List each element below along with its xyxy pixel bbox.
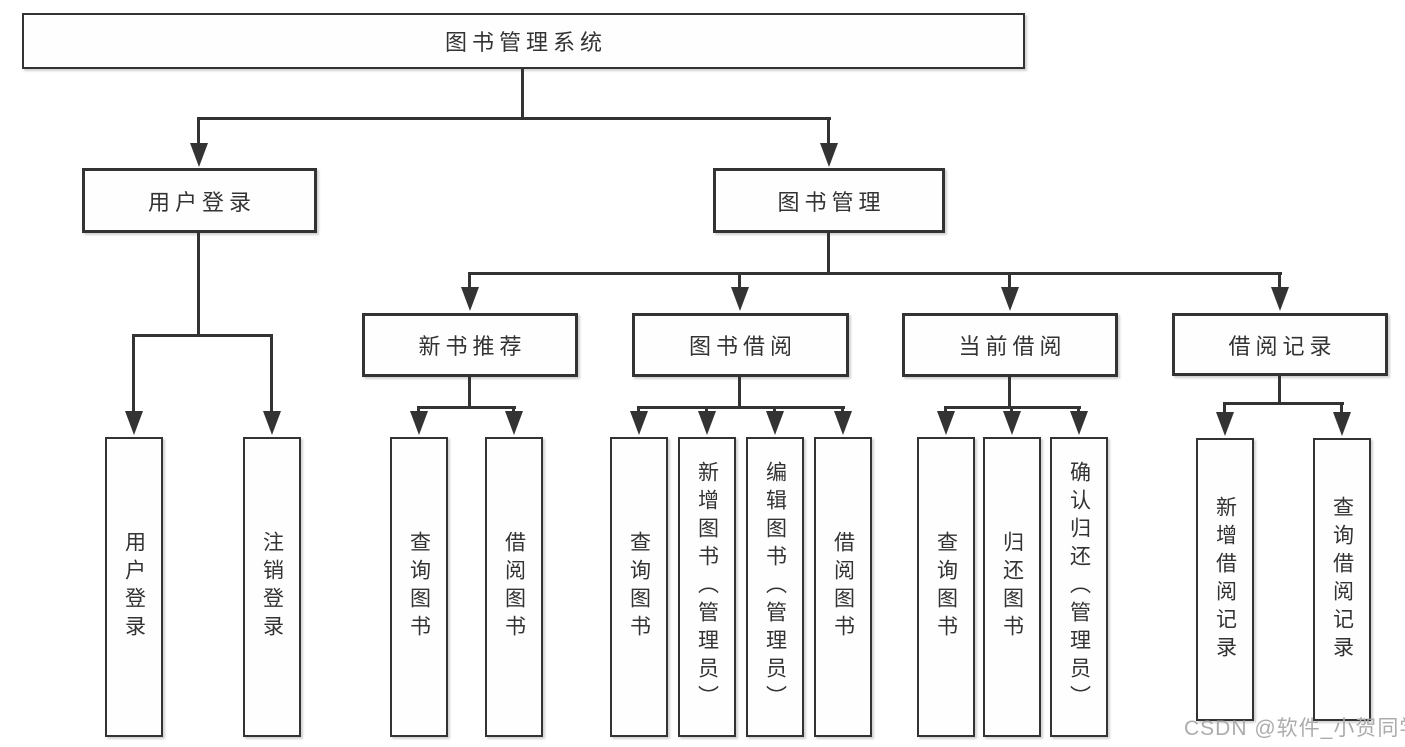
arrow-down [1070, 407, 1088, 435]
leaf-logout: 注销登录 [243, 437, 301, 737]
connector-borrowing-rail [637, 406, 845, 409]
node-book-management: 图书管理 [713, 168, 945, 233]
connector-root-stem [521, 69, 524, 118]
connector-records-rail [1223, 402, 1344, 405]
leaf-current-query-book: 查询图书 [917, 437, 975, 737]
node-current-borrowing: 当前借阅 [902, 313, 1118, 377]
arrow-down [410, 407, 428, 435]
arrow-down [1216, 403, 1234, 436]
arrow-down [190, 117, 208, 167]
arrow-down [263, 335, 281, 435]
connector-book-management-stem [827, 232, 830, 274]
leaf-borrowing-borrow-book: 借阅图书 [814, 437, 872, 737]
leaf-records-query-record: 查询借阅记录 [1313, 438, 1371, 721]
node-user-login: 用户登录 [82, 168, 317, 233]
arrow-down [1003, 407, 1021, 435]
arrow-down [834, 407, 852, 435]
node-new-book-recommendation: 新书推荐 [362, 313, 578, 377]
node-library-management-system: 图书管理系统 [22, 13, 1025, 69]
arrow-down [698, 407, 716, 435]
arrow-down [937, 407, 955, 435]
leaf-borrowing-add-book-admin: 新增图书（管理员） [678, 437, 736, 737]
connector-records-stem [1278, 376, 1281, 405]
leaf-records-add-record: 新增借阅记录 [1196, 438, 1254, 721]
arrow-down [731, 273, 749, 311]
arrow-down [505, 407, 523, 435]
connector-user-login-rail [132, 334, 273, 337]
leaf-current-return-book: 归还图书 [983, 437, 1041, 737]
arrow-down [766, 407, 784, 435]
leaf-recommend-borrow-book: 借阅图书 [485, 437, 543, 737]
arrow-down [630, 407, 648, 435]
connector-recommend-rail [417, 406, 516, 409]
csdn-watermark: CSDN @软件_小贺同学 [1184, 717, 1405, 740]
node-book-borrowing: 图书借阅 [632, 313, 849, 377]
connector-recommend-stem [468, 377, 471, 408]
connector-user-login-stem [197, 232, 200, 336]
connector-current-stem [1008, 377, 1011, 408]
connector-root-rail [197, 117, 831, 120]
connector-book-management-rail [468, 272, 1282, 275]
arrow-down [125, 335, 143, 435]
leaf-current-confirm-return-admin: 确认归还（管理员） [1050, 437, 1108, 737]
node-borrowing-records: 借阅记录 [1172, 313, 1388, 376]
leaf-borrowing-query-book: 查询图书 [610, 437, 668, 737]
arrow-down [461, 273, 479, 311]
arrow-down [1001, 273, 1019, 311]
leaf-recommend-query-book: 查询图书 [390, 437, 448, 737]
leaf-user-login: 用户登录 [105, 437, 163, 737]
arrow-down [1333, 403, 1351, 436]
leaf-borrowing-edit-book-admin: 编辑图书（管理员） [746, 437, 804, 737]
connector-borrowing-stem [738, 377, 741, 408]
arrow-down [820, 117, 838, 167]
arrow-down [1271, 273, 1289, 311]
